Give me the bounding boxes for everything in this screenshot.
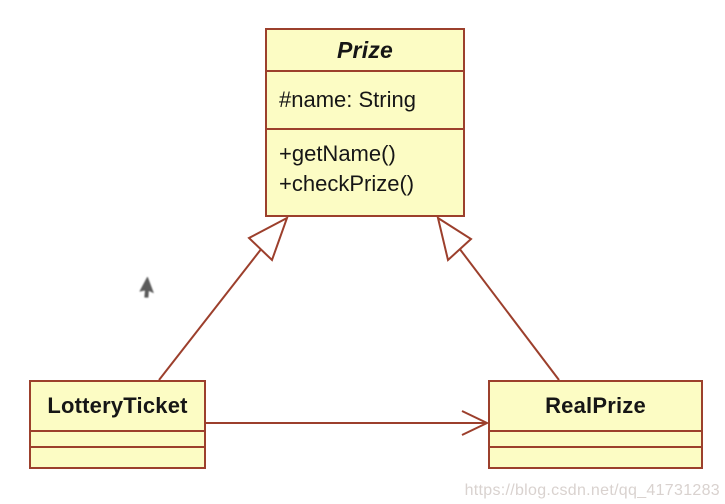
open-arrowhead-icon (461, 410, 490, 436)
methods-compartment-lotteryticket (31, 446, 204, 467)
method-checkprize: +checkPrize() (279, 171, 415, 196)
hollow-triangle-arrowhead-icon (436, 215, 473, 262)
attribute-name-string: #name: String (279, 87, 416, 112)
association-edge-lotteryticket-to-realprize (206, 410, 490, 436)
class-box-prize: Prize #name: String +getName() +checkPri… (265, 28, 465, 217)
class-box-realprize: RealPrize (488, 380, 703, 469)
class-name-prize: Prize (337, 36, 393, 63)
method-getname: +getName() (279, 141, 396, 166)
class-name-realprize: RealPrize (545, 393, 646, 418)
methods-compartment-realprize (490, 446, 701, 467)
generalization-edge-lotteryticket-to-prize (158, 215, 289, 381)
hollow-triangle-arrowhead-icon (247, 215, 289, 262)
mouse-pointer-icon (139, 277, 154, 298)
class-box-lotteryticket: LotteryTicket (29, 380, 206, 469)
class-name-lotteryticket: LotteryTicket (47, 393, 188, 418)
attributes-compartment-realprize (490, 430, 701, 446)
generalization-edge-realprize-to-prize (436, 215, 560, 381)
attributes-compartment-lotteryticket (31, 430, 204, 446)
watermark-text: https://blog.csdn.net/qq_41731283 (464, 482, 720, 499)
attributes-compartment-prize: #name: String (267, 70, 463, 128)
methods-compartment-prize: +getName() +checkPrize() (267, 128, 463, 215)
